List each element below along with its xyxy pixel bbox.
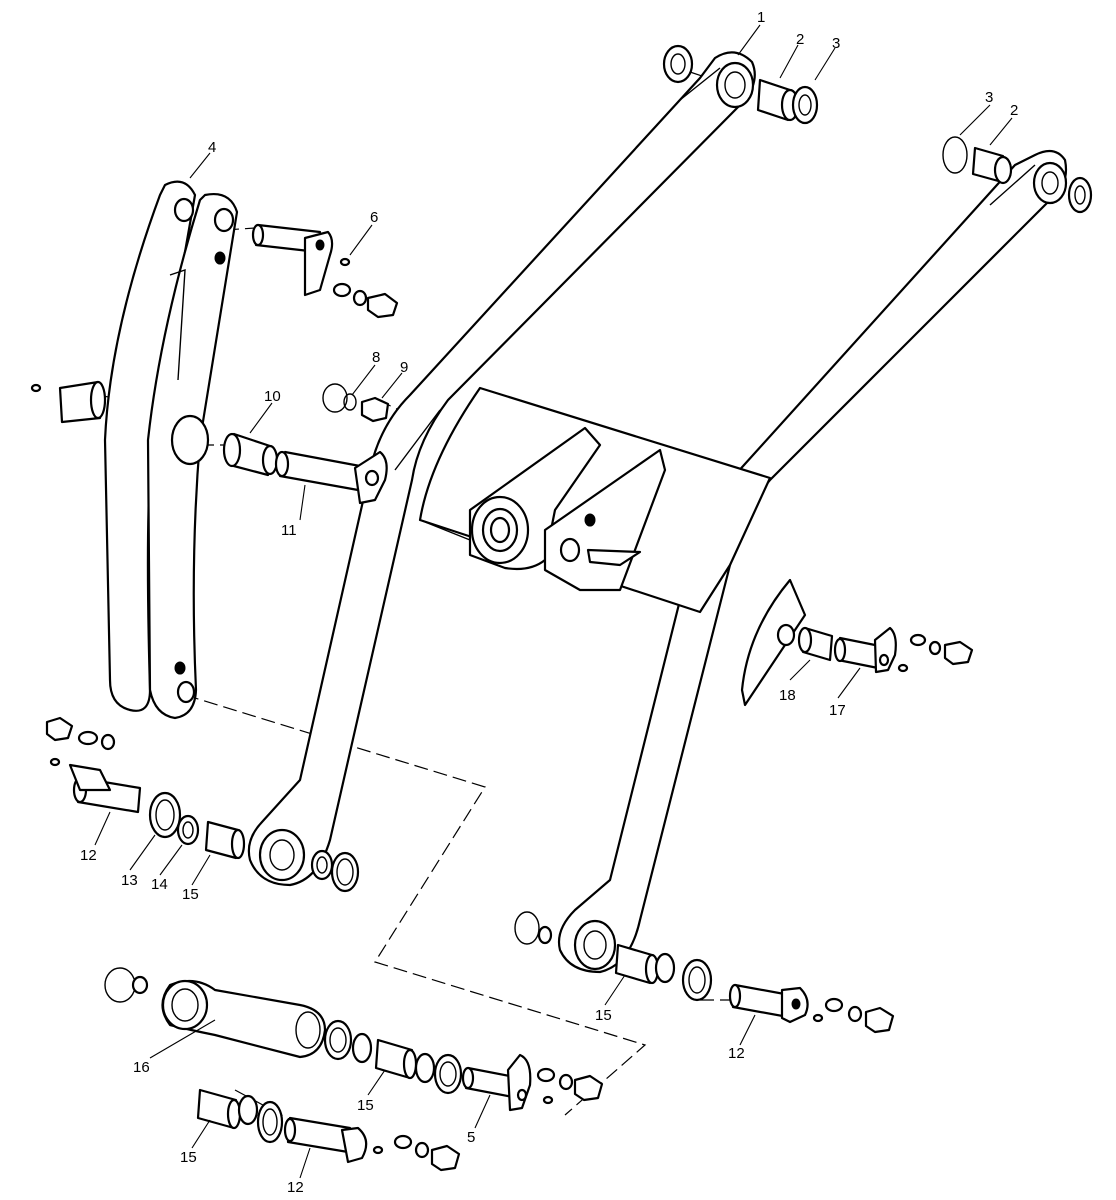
shim-3-top [791,85,819,125]
callout-14: 14 [151,876,168,893]
bushing-2-top [756,78,800,122]
rings-middle-bottom [323,1019,373,1064]
ring-13-left [148,791,182,839]
pin-12-right [728,983,895,1034]
callout-15-right: 15 [595,1007,612,1024]
shim-3-right [942,136,968,174]
callout-9: 9 [400,359,408,376]
callout-12-right: 12 [728,1045,745,1062]
pin-11 [274,450,388,505]
callout-15-left: 15 [182,886,199,903]
snap-ring-right-lower [514,911,553,945]
pin-12-left [49,757,142,814]
callout-leaders [94,24,1013,1179]
pin-12-bottom [283,1116,461,1172]
pin-5 [461,1053,604,1112]
callout-15-middle: 15 [357,1097,374,1114]
callout-numbers: 1 2 3 3 2 4 6 8 9 10 11 18 17 12 13 14 1… [80,9,1018,1196]
rings-right-lower [654,952,713,1002]
bushing-15-middle [374,1038,463,1095]
callout-5: 5 [467,1129,475,1146]
washer-top-left [662,44,694,84]
seal-14-left [176,814,200,846]
callout-12-bottom: 12 [287,1179,304,1196]
bushing-2-right [971,146,1013,185]
bushing-left-10 [30,380,107,424]
bushing-top [715,61,755,109]
callout-11: 11 [281,522,297,539]
bushing-15-left [204,820,246,860]
snap-ring-8 [322,383,357,413]
callout-4: 4 [208,139,216,156]
pin-top-with-lock-plate [251,223,399,319]
pin-17 [833,626,974,674]
seal-rings-left-arm-bottom [310,849,360,893]
callout-3-right: 3 [985,89,993,106]
bell-crank-links [103,180,239,720]
washer-right-top [1067,176,1093,214]
callout-3-top: 3 [832,35,840,52]
bushing-15-right [614,943,660,985]
link-16 [161,979,327,1059]
center-pivot-bracket [468,426,667,592]
eye-left-arm-bottom [258,828,306,882]
bolt-washer-left-lower [45,716,116,751]
callout-10: 10 [264,388,281,405]
callout-13: 13 [121,872,138,889]
bushing-10 [222,432,279,477]
callout-6: 6 [370,209,378,226]
bolt-9 [360,396,390,423]
callout-2-top: 2 [796,31,804,48]
eye-right-arm-bottom [573,919,617,971]
callout-8: 8 [372,349,380,366]
callout-18: 18 [779,687,796,704]
snap-ring-16 [104,967,149,1003]
callout-16: 16 [133,1059,150,1076]
bushing-right-top [1032,161,1068,205]
side-plate-right [740,578,807,707]
callout-2-right: 2 [1010,102,1018,119]
bushing-15-bottom [196,1088,284,1144]
bushing-18 [797,626,834,662]
callout-15-bottom: 15 [180,1149,197,1166]
callout-17: 17 [829,702,846,719]
callout-1: 1 [757,9,765,26]
callout-12-left: 12 [80,847,97,864]
